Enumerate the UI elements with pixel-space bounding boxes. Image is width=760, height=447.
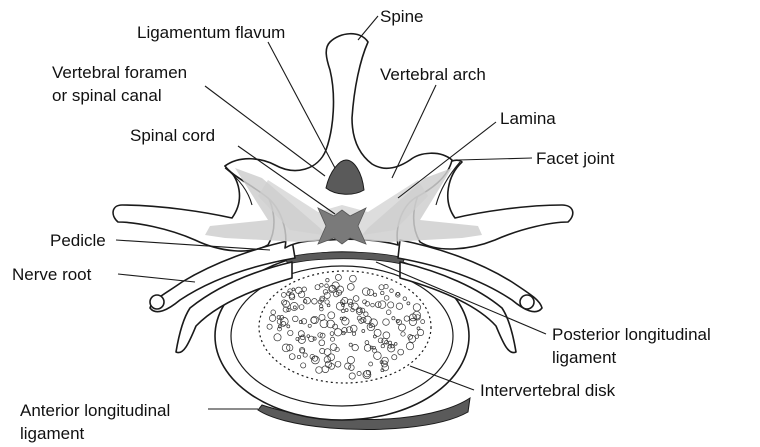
label-anterior-longitudinal-1: Anterior longitudinal (20, 401, 170, 420)
vertebra-illustration (113, 34, 573, 430)
label-vertebral-foramen-1: Vertebral foramen (52, 63, 187, 82)
label-posterior-longitudinal-2: ligament (552, 348, 617, 367)
label-spinal-cord: Spinal cord (130, 126, 215, 145)
label-intervertebral-disk: Intervertebral disk (480, 381, 616, 400)
leader-spine (358, 16, 378, 40)
label-ligamentum-flavum: Ligamentum flavum (137, 23, 285, 42)
label-lamina: Lamina (500, 109, 556, 128)
label-posterior-longitudinal-1: Posterior longitudinal (552, 325, 711, 344)
label-vertebral-foramen-2: or spinal canal (52, 86, 162, 105)
label-pedicle: Pedicle (50, 231, 106, 250)
label-vertebral-arch: Vertebral arch (380, 65, 486, 84)
left-nerve-end (150, 295, 164, 309)
label-anterior-longitudinal-2: ligament (20, 424, 85, 443)
label-spine: Spine (380, 7, 423, 26)
label-facet-joint: Facet joint (536, 149, 615, 168)
right-nerve-end (520, 295, 534, 309)
leader-nerve-root (118, 274, 195, 282)
label-nerve-root: Nerve root (12, 265, 92, 284)
leader-ligamentum-flavum (268, 42, 335, 168)
leader-facet-joint (458, 158, 532, 160)
